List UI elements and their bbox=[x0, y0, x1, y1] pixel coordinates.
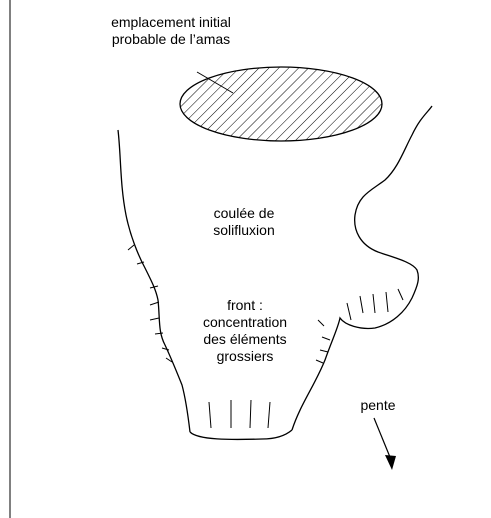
front-label: front : concentration des éléments gross… bbox=[203, 297, 287, 365]
flow-label: coulée de solifluxion bbox=[213, 205, 274, 239]
flow-line-2: solifluxion bbox=[213, 222, 275, 238]
right-lobe-ticks bbox=[346, 288, 404, 321]
flow-left-edge bbox=[117, 129, 191, 433]
left-flank-ticks bbox=[127, 244, 173, 363]
front-line-2: concentration bbox=[202, 314, 288, 330]
slope-label: pente bbox=[360, 397, 395, 414]
front-line-4: grossiers bbox=[216, 348, 274, 364]
right-front-ticks bbox=[315, 319, 331, 364]
initial-location-line-2: probable de l’amas bbox=[111, 31, 231, 47]
front-line-3: des éléments bbox=[203, 331, 287, 347]
initial-mass-ellipse bbox=[179, 66, 383, 142]
flow-front-toe bbox=[189, 429, 293, 441]
leader-line bbox=[196, 71, 234, 94]
flow-line-1: coulée de bbox=[213, 205, 275, 221]
flow-right-edge bbox=[291, 105, 433, 431]
toe-ticks bbox=[208, 399, 271, 429]
front-line-1: front : bbox=[227, 297, 263, 313]
initial-location-line-1: emplacement initial bbox=[111, 14, 231, 30]
slope-arrow-icon bbox=[373, 417, 396, 470]
slope-text: pente bbox=[360, 397, 396, 413]
initial-location-label: emplacement initial probable de l’amas bbox=[111, 14, 231, 48]
